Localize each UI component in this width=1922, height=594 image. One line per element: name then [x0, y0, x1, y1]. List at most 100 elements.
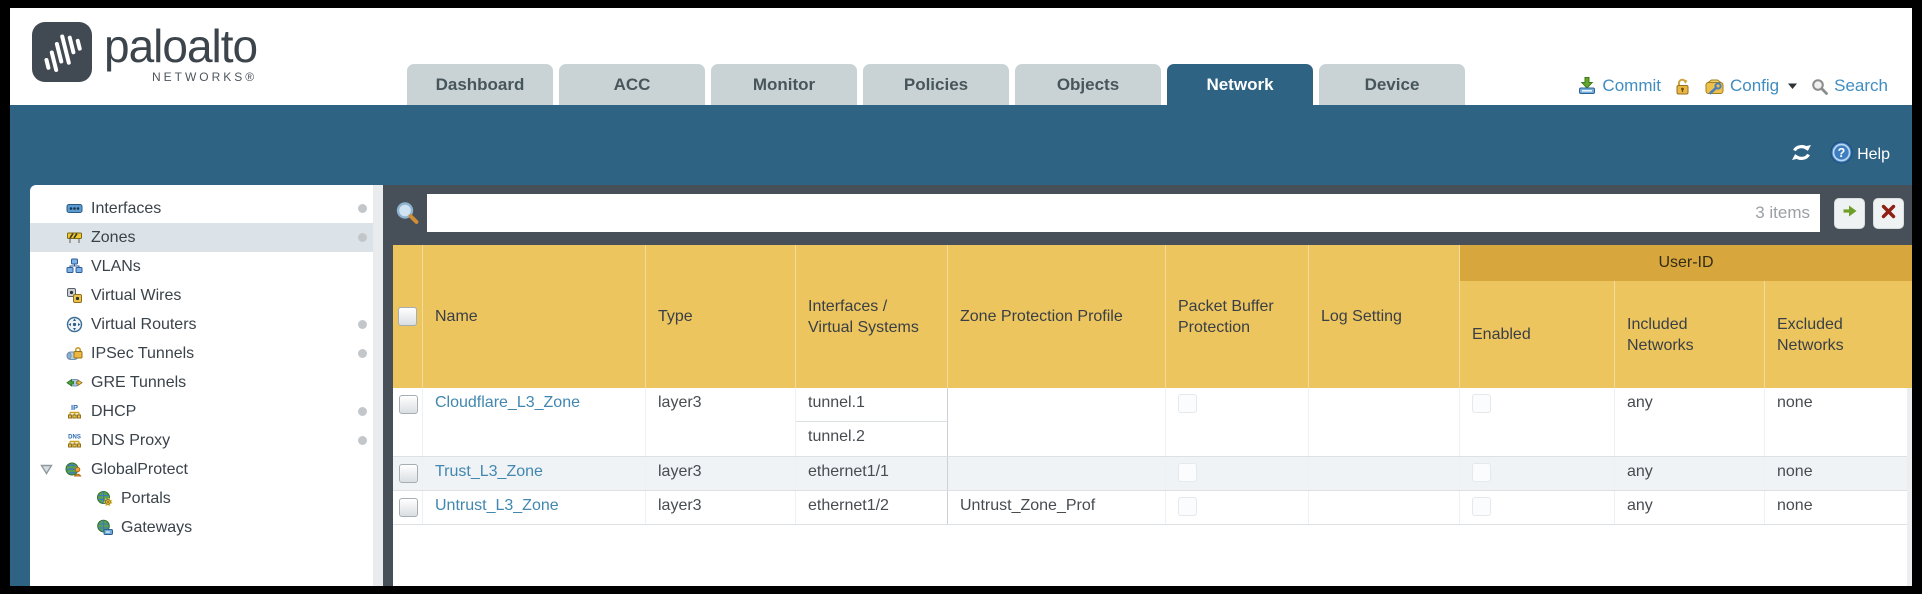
sidebar-item-interfaces[interactable]: Interfaces [30, 194, 383, 223]
sidebar-item-zones[interactable]: Zones [30, 223, 383, 252]
sidebar-item-vlans[interactable]: VLANs [30, 252, 383, 281]
column-header-enabled[interactable]: Enabled [1460, 245, 1615, 388]
select-all-checkbox[interactable] [398, 307, 417, 326]
tab-network[interactable]: Network [1167, 64, 1313, 105]
portals-icon [95, 490, 113, 508]
status-dot [358, 233, 367, 242]
column-header-label: Excluded Networks [1777, 315, 1844, 354]
sidebar-item-label: DNS Proxy [91, 431, 171, 449]
main-pane: 3 items [383, 185, 1912, 586]
column-header-interfaces-virtual-systems[interactable]: Interfaces / Virtual Systems [796, 245, 948, 388]
cell-user-id-enabled [1460, 491, 1615, 524]
cell-zone-protection-profile [948, 388, 1166, 456]
sidebar-item-ipsec-tunnels[interactable]: IPSec Tunnels [30, 339, 383, 368]
cell-name: Untrust_L3_Zone [423, 491, 646, 524]
status-dot [358, 204, 367, 213]
dns-proxy-icon: DNS [65, 432, 83, 450]
expand-triangle-icon[interactable] [40, 464, 53, 475]
commit-label: Commit [1602, 76, 1661, 95]
status-dot [358, 320, 367, 329]
items-count: 3 items [1755, 203, 1810, 222]
row-checkbox[interactable] [399, 498, 418, 517]
help-button[interactable]: ? Help [1830, 141, 1890, 169]
brand-name: paloalto [104, 20, 258, 72]
sidebar-item-virtual-wires[interactable]: Virtual Wires [30, 281, 383, 310]
tab-device[interactable]: Device [1319, 64, 1465, 105]
virtual-routers-icon [65, 316, 83, 334]
tab-acc[interactable]: ACC [559, 64, 705, 105]
column-header-zone-protection-profile[interactable]: Zone Protection Profile [948, 245, 1166, 388]
row-checkbox[interactable] [399, 464, 418, 483]
column-header-type[interactable]: Type [646, 245, 796, 388]
config-icon [1704, 76, 1725, 96]
zone-link[interactable]: Cloudflare_L3_Zone [435, 394, 580, 411]
clear-filter-button[interactable] [1873, 198, 1904, 229]
sidebar-item-gre-tunnels[interactable]: GRE Tunnels [30, 368, 383, 397]
cell-excluded-networks: none [1777, 394, 1813, 411]
brand-networks: NETWORKS® [151, 70, 258, 84]
chevron-down-icon [1787, 82, 1798, 90]
apply-filter-button[interactable] [1834, 198, 1865, 229]
globalprotect-icon [65, 461, 83, 479]
column-header-log-setting[interactable]: Log Setting [1309, 245, 1460, 388]
column-header-packet-buffer-protection[interactable]: Packet Buffer Protection [1166, 245, 1309, 388]
tab-objects[interactable]: Objects [1015, 64, 1161, 105]
brand-logo: paloalto NETWORKS® [32, 20, 258, 84]
tab-monitor[interactable]: Monitor [711, 64, 857, 105]
filter-bar: 3 items [383, 185, 1912, 242]
packet-buffer-protection-checkbox[interactable] [1178, 497, 1197, 516]
user-id-enabled-checkbox[interactable] [1472, 463, 1491, 482]
commit-button[interactable]: Commit [1577, 76, 1661, 96]
row-checkbox[interactable] [399, 395, 418, 414]
cell-name: Trust_L3_Zone [423, 457, 646, 490]
column-header-label: Included Networks [1627, 315, 1694, 354]
dhcp-icon: IP [65, 403, 83, 421]
user-id-enabled-checkbox[interactable] [1472, 394, 1491, 413]
column-header-name[interactable]: Name [423, 245, 646, 388]
tab-policies[interactable]: Policies [863, 64, 1009, 105]
column-header-included-networks[interactable]: Included Networks [1615, 245, 1765, 388]
sidebar-item-dns-proxy[interactable]: DNS DNS Proxy [30, 426, 383, 455]
sidebar-item-label: GlobalProtect [91, 460, 188, 478]
sidebar-item-label: Portals [121, 489, 171, 507]
search-icon [1810, 77, 1829, 96]
commit-icon [1577, 76, 1597, 96]
status-dot [358, 349, 367, 358]
paloalto-logo-icon [32, 22, 92, 82]
packet-buffer-protection-checkbox[interactable] [1178, 463, 1197, 482]
refresh-button[interactable] [1789, 141, 1814, 169]
lock-button[interactable] [1673, 77, 1692, 96]
zone-link[interactable]: Untrust_L3_Zone [435, 497, 559, 514]
column-header-excluded-networks[interactable]: Excluded Networks [1765, 245, 1912, 388]
sidebar-scrollbar[interactable] [373, 185, 383, 586]
help-icon: ? [1830, 141, 1853, 169]
tab-dashboard[interactable]: Dashboard [407, 64, 553, 105]
cell-included-networks: any [1615, 457, 1765, 490]
cell-excluded-networks: none [1777, 497, 1813, 514]
table-scrollbar[interactable] [1907, 388, 1912, 586]
column-header-label: Type [658, 308, 693, 325]
cell-log-setting [1309, 491, 1460, 524]
cell-select [393, 388, 423, 456]
sidebar-item-gateways[interactable]: Gateways [30, 513, 383, 542]
sidebar-item-portals[interactable]: Portals [30, 484, 383, 513]
column-header-label: Name [435, 308, 478, 325]
config-menu-button[interactable]: Config [1704, 76, 1798, 96]
global-search-button[interactable]: Search [1810, 76, 1888, 96]
sidebar-item-globalprotect[interactable]: GlobalProtect [30, 455, 383, 484]
user-id-enabled-checkbox[interactable] [1472, 497, 1491, 516]
zone-link[interactable]: Trust_L3_Zone [435, 463, 543, 480]
filter-input[interactable] [427, 194, 1820, 232]
sidebar-item-virtual-routers[interactable]: Virtual Routers [30, 310, 383, 339]
packet-buffer-protection-checkbox[interactable] [1178, 394, 1197, 413]
